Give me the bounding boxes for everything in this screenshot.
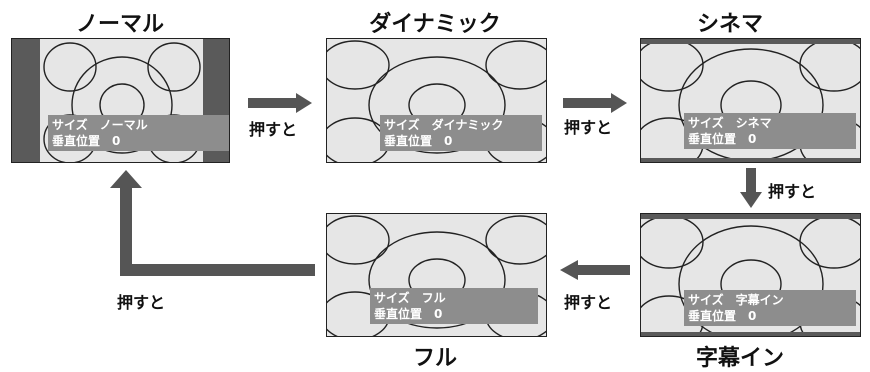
- screen-cinema: サイズ シネマ 垂直位置 0: [640, 38, 861, 163]
- title-cinema: シネマ: [696, 12, 763, 37]
- osd-size-line: サイズ 字幕イン: [688, 293, 784, 307]
- screen-normal: サイズ ノーマル 垂直位置 0: [11, 38, 230, 163]
- arrow-label: 押すと: [768, 182, 817, 201]
- title-dynamic: ダイナミック: [369, 12, 501, 37]
- osd-vpos-line: 垂直位置 0: [374, 307, 443, 321]
- osd-size-line: サイズ ノーマル: [52, 118, 148, 132]
- arrow-label: 押すと: [249, 120, 298, 139]
- title-normal: ノーマル: [75, 12, 164, 37]
- screen-dynamic: サイズ ダイナミック 垂直位置 0: [326, 38, 547, 163]
- circle-pattern: [12, 39, 229, 162]
- arrow-label: 押すと: [564, 118, 613, 137]
- title-subtitle: 字幕イン: [695, 346, 784, 371]
- osd-size-line: サイズ シネマ: [688, 116, 772, 130]
- osd-vpos-line: 垂直位置 0: [688, 309, 757, 323]
- arrow-right-icon: [248, 93, 312, 113]
- osd-size-line: サイズ フル: [374, 291, 446, 305]
- osd-size-line: サイズ ダイナミック: [384, 118, 504, 132]
- arrow-left-icon: [560, 260, 630, 280]
- title-full: フル: [412, 346, 457, 371]
- screen-subtitle: サイズ 字幕イン 垂直位置 0: [640, 213, 861, 337]
- arrow-label: 押すと: [564, 293, 613, 312]
- arrow-label: 押すと: [117, 293, 166, 312]
- arrow-right-icon: [563, 93, 627, 113]
- osd-vpos-line: 垂直位置 0: [384, 134, 453, 148]
- screen-full: サイズ フル 垂直位置 0: [326, 213, 547, 337]
- osd-vpos-line: 垂直位置 0: [52, 134, 121, 148]
- arrow-up-return-icon: [110, 170, 315, 276]
- arrow-down-icon: [740, 168, 762, 208]
- osd-vpos-line: 垂直位置 0: [688, 132, 757, 146]
